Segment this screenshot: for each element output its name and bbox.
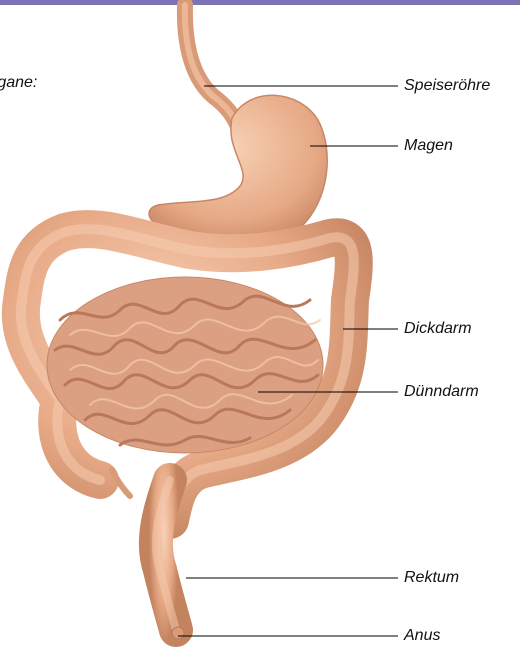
label-rektum: Rektum [404,569,459,587]
label-duenndarm: Dünndarm [404,383,479,401]
label-dickdarm: Dickdarm [404,320,472,338]
label-magen: Magen [404,137,453,155]
label-speiseroehre: Speiseröhre [404,77,490,95]
label-anus: Anus [404,627,440,645]
anus-marker [172,627,184,639]
stomach [149,95,327,244]
small-intestine [47,277,323,453]
